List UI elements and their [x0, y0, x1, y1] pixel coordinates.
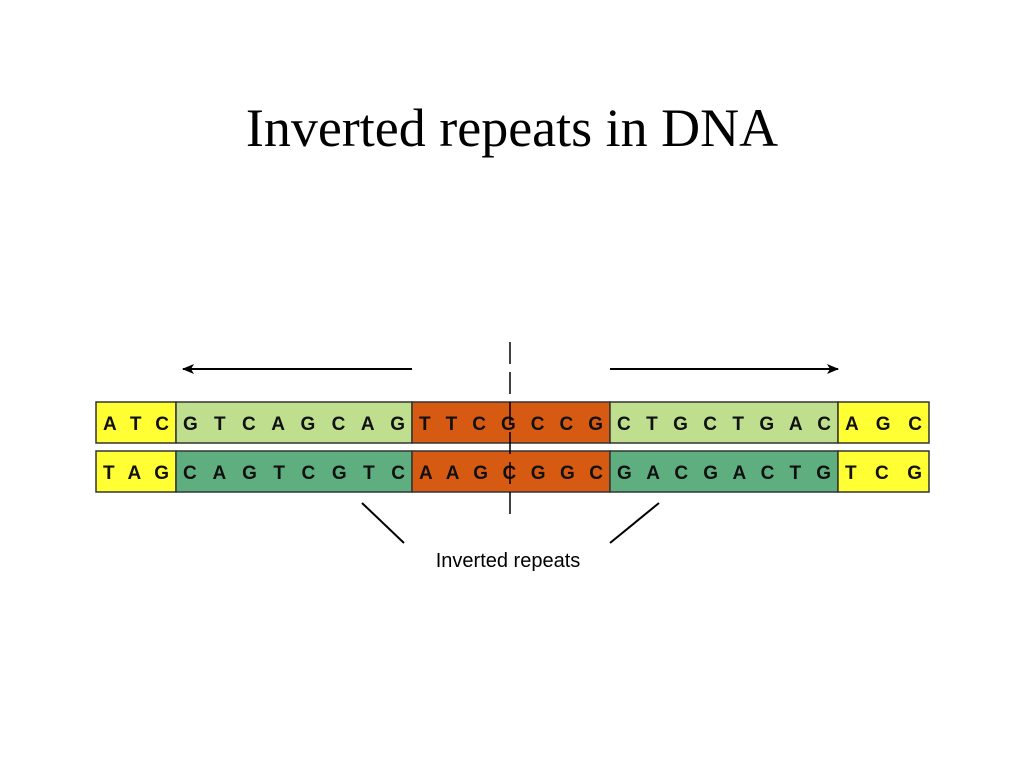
- bottom-strand-segment-5: [837, 450, 930, 493]
- bottom-strand: T A GC A G T C G T CA A G C G G CG A C G…: [95, 450, 930, 493]
- bottom-strand-segment-4: [609, 450, 839, 493]
- top-strand-segment-3: [411, 401, 611, 444]
- top-strand-sequence-4: C T G C T G A C: [617, 414, 831, 435]
- bottom-strand-segment-1: [95, 450, 177, 493]
- page-title: Inverted repeats in DNA: [245, 98, 779, 158]
- inverted-repeats-caption: Inverted repeats: [436, 550, 581, 572]
- top-strand-sequence-1: A T C: [103, 414, 169, 435]
- top-strand-segment-5: [837, 401, 930, 444]
- top-strand-sequence-5: A G C: [845, 414, 922, 435]
- top-strand-sequence-2: G T C A G C A G: [183, 414, 405, 435]
- caption-pointer-right: [609, 502, 660, 544]
- bottom-strand-sequence-2: C A G T C G T C: [183, 463, 405, 484]
- bottom-strand-segment-2: [175, 450, 413, 493]
- bottom-strand-sequence-1: T A G: [103, 463, 169, 484]
- caption-pointer-left: [361, 502, 405, 544]
- bottom-strand-segment-3: [411, 450, 611, 493]
- bottom-strand-sequence-5: T C G: [845, 463, 922, 484]
- top-strand-segment-1: [95, 401, 177, 444]
- top-strand-segment-2: [175, 401, 413, 444]
- bottom-strand-sequence-4: G A C G A C T G: [617, 463, 831, 484]
